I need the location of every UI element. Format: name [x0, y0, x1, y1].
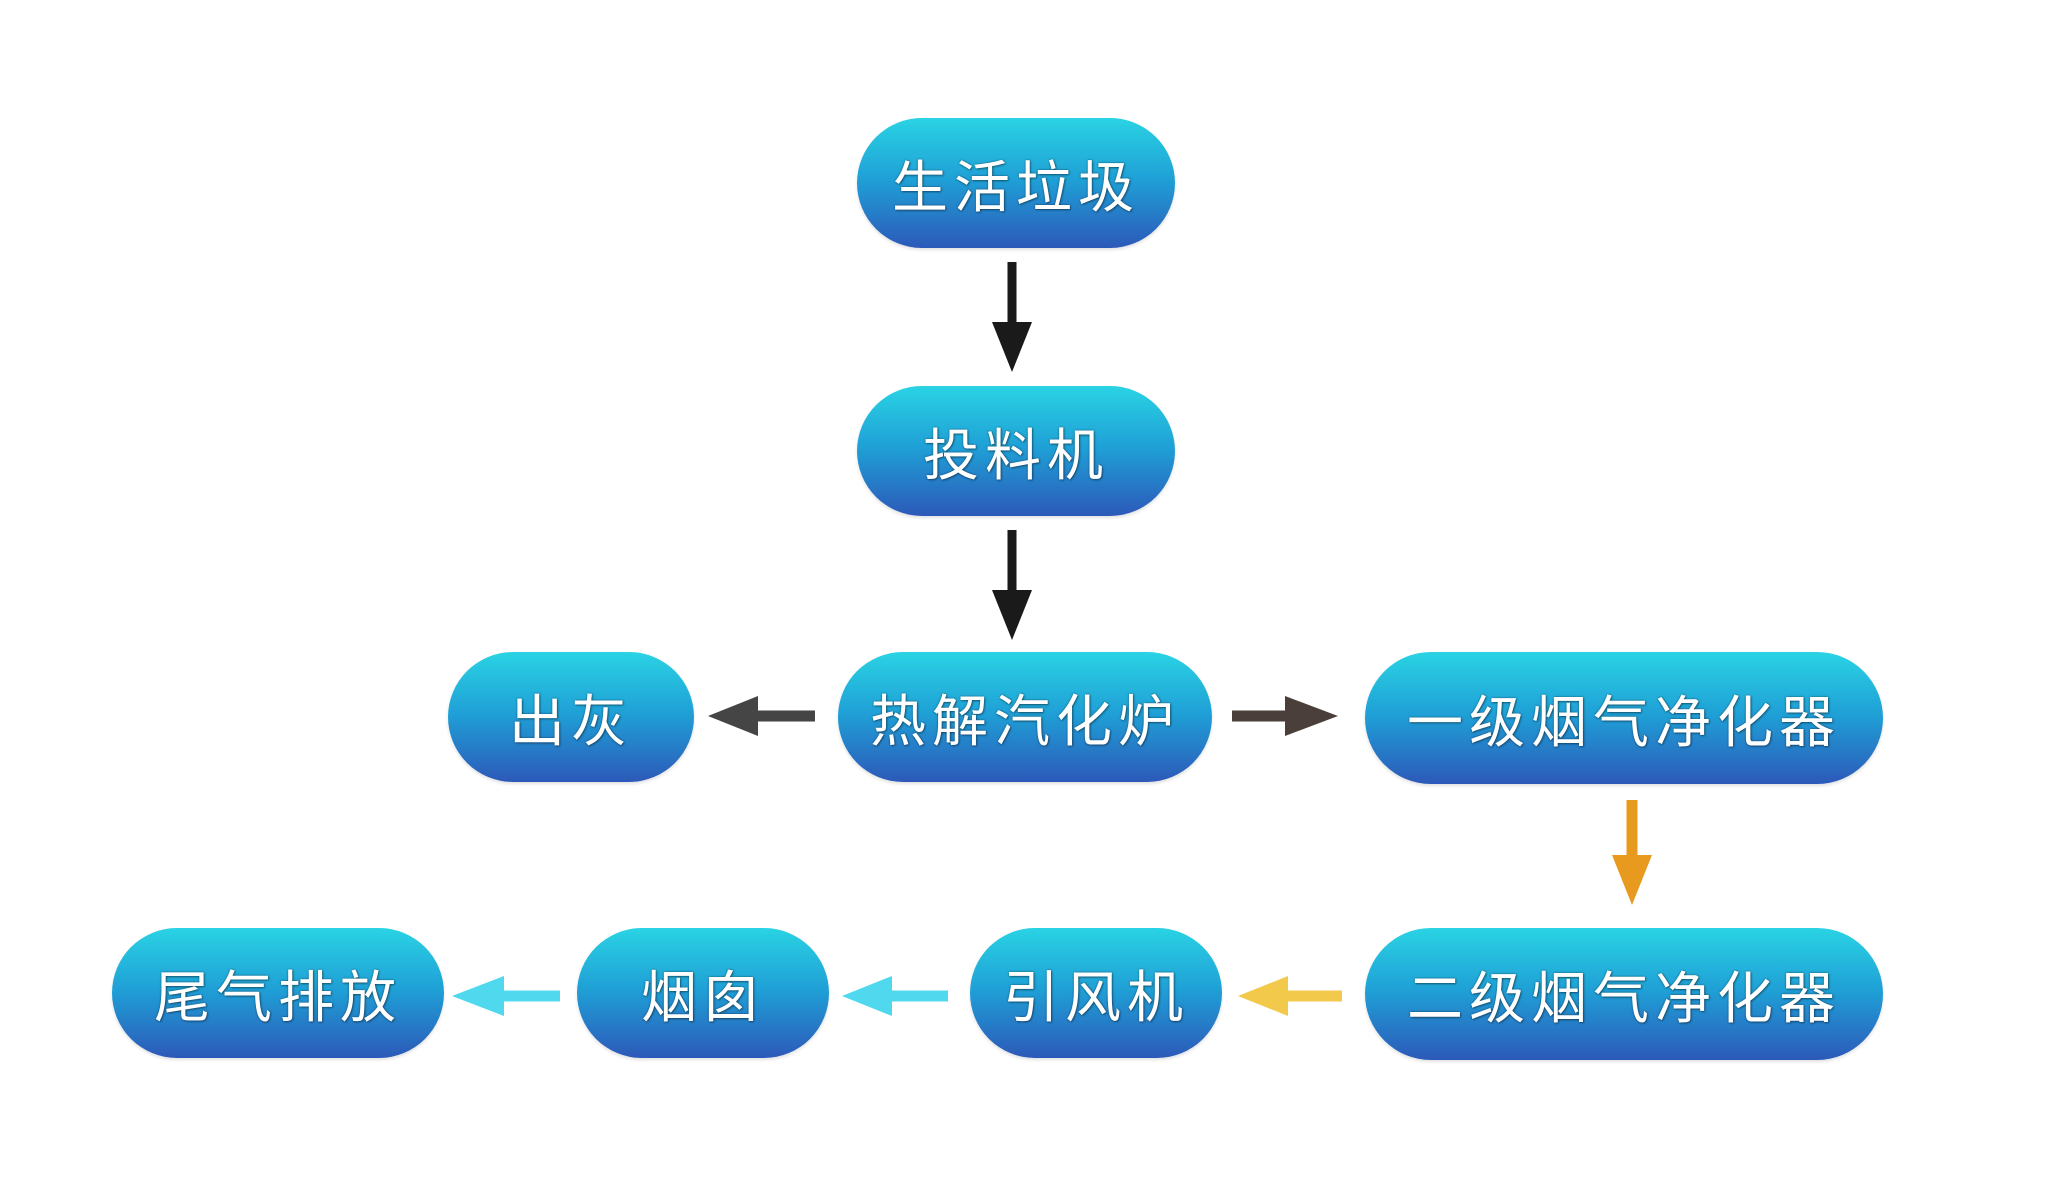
- node-primary-purifier-label: 一级烟气净化器: [1407, 690, 1841, 756]
- arrow-furnace-to-ash: [708, 696, 815, 736]
- arrow-purifier2-to-fan: [1238, 976, 1342, 1016]
- node-exhaust-emission-label: 尾气排放: [154, 965, 402, 1031]
- arrow-waste-to-feeder: [992, 262, 1032, 372]
- node-feeder: 投料机: [857, 386, 1175, 516]
- node-induced-draft-fan: 引风机: [970, 928, 1222, 1058]
- node-household-waste-label: 生活垃圾: [892, 155, 1140, 221]
- node-induced-draft-fan-label: 引风机: [1003, 965, 1189, 1031]
- node-pyrolysis-furnace: 热解汽化炉: [838, 652, 1212, 782]
- node-ash-discharge: 出灰: [448, 652, 694, 782]
- node-chimney-label: 烟囱: [641, 965, 765, 1031]
- arrow-chimney-to-exhaust: [452, 976, 560, 1016]
- node-chimney: 烟囱: [577, 928, 829, 1058]
- node-secondary-purifier: 二级烟气净化器: [1365, 928, 1883, 1060]
- node-feeder-label: 投料机: [923, 423, 1109, 489]
- node-exhaust-emission: 尾气排放: [112, 928, 444, 1058]
- node-ash-discharge-label: 出灰: [509, 689, 633, 755]
- node-primary-purifier: 一级烟气净化器: [1365, 652, 1883, 784]
- node-household-waste: 生活垃圾: [857, 118, 1175, 248]
- arrow-feeder-to-furnace: [992, 530, 1032, 640]
- node-pyrolysis-furnace-label: 热解汽化炉: [870, 689, 1180, 755]
- arrow-fan-to-chimney: [842, 976, 948, 1016]
- arrow-furnace-to-purifier1: [1232, 696, 1338, 736]
- arrow-purifier1-to-purifier2: [1612, 800, 1652, 905]
- node-secondary-purifier-label: 二级烟气净化器: [1407, 966, 1841, 1032]
